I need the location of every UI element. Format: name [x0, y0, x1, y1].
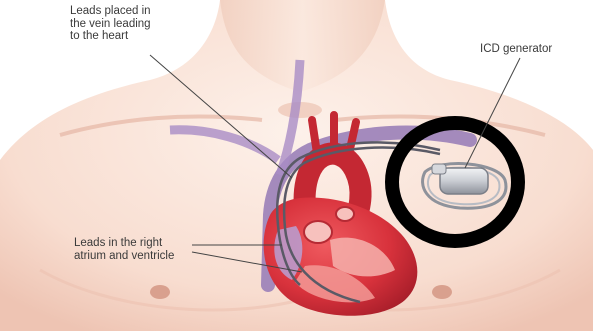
right-nipple: [432, 285, 452, 299]
left-nipple: [150, 285, 170, 299]
valve-ring: [304, 221, 332, 243]
valve-ring: [336, 207, 354, 221]
label-leads-atrium-ventricle: Leads in the right atrium and ventricle: [74, 237, 174, 262]
label-leads-vein: Leads placed in the vein leading to the …: [70, 5, 151, 43]
label-icd-generator: ICD generator: [480, 43, 552, 56]
